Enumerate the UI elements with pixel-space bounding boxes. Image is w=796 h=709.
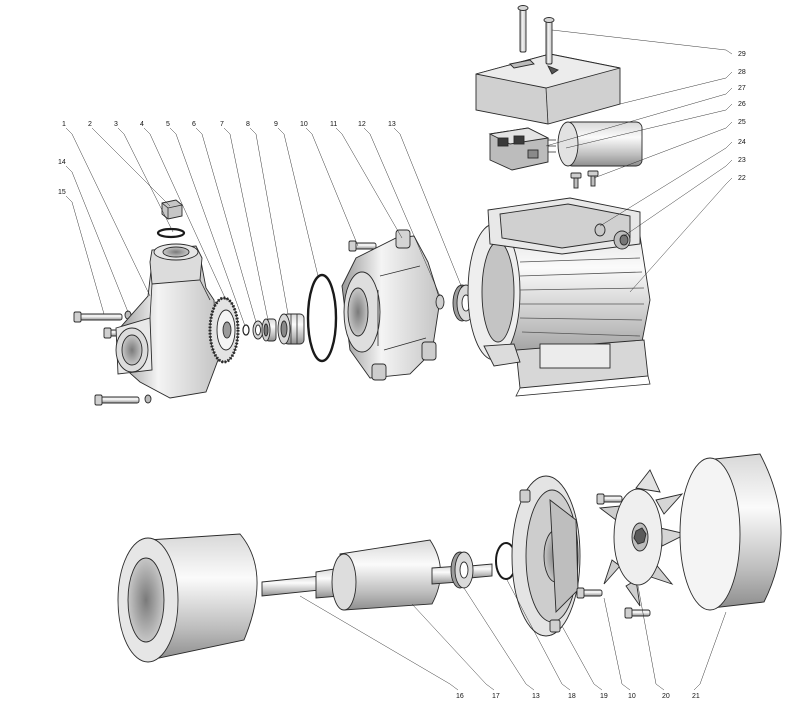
callout-23: 23 bbox=[738, 157, 746, 164]
callout-26: 26 bbox=[738, 101, 746, 108]
motor-bracket-11 bbox=[341, 229, 441, 381]
callout-2: 2 bbox=[88, 121, 92, 128]
mechanical-seal-7 bbox=[261, 318, 277, 342]
callout-10: 10 bbox=[300, 121, 308, 128]
stator-16 bbox=[117, 533, 321, 663]
callout-27: 27 bbox=[738, 85, 746, 92]
callout-20: 20 bbox=[662, 693, 670, 700]
spacer-ring-6 bbox=[252, 320, 264, 340]
callout-10-rear: 10 bbox=[628, 693, 636, 700]
callout-7: 7 bbox=[220, 121, 224, 128]
o-ring-3 bbox=[156, 227, 186, 239]
callout-15: 15 bbox=[58, 189, 66, 196]
callout-13: 13 bbox=[388, 121, 396, 128]
o-ring-9 bbox=[306, 273, 338, 363]
drain-plug-2 bbox=[161, 199, 183, 220]
callout-13-rear: 13 bbox=[532, 693, 540, 700]
pump-body-1 bbox=[115, 243, 219, 399]
callout-25: 25 bbox=[738, 119, 746, 126]
callout-numbers: 1 2 3 4 5 6 7 8 9 10 11 12 13 14 15 29 2… bbox=[58, 51, 746, 700]
seal-ring-12 bbox=[435, 294, 445, 310]
mechanical-seal-8 bbox=[277, 313, 305, 345]
callout-6: 6 bbox=[192, 121, 196, 128]
callout-17: 17 bbox=[492, 693, 500, 700]
callout-21: 21 bbox=[692, 693, 700, 700]
motor-housing-22 bbox=[467, 197, 651, 397]
callout-22: 22 bbox=[738, 175, 746, 182]
callout-5: 5 bbox=[166, 121, 170, 128]
callout-3: 3 bbox=[114, 121, 118, 128]
callout-16: 16 bbox=[456, 693, 464, 700]
fan-20 bbox=[598, 469, 688, 607]
callout-8: 8 bbox=[246, 121, 250, 128]
cover-screws-29 bbox=[517, 5, 555, 65]
terminal-box-cover-28 bbox=[475, 53, 621, 125]
bolt-10-rear-bottom bbox=[624, 607, 651, 619]
leader-lines bbox=[65, 29, 733, 691]
circlip-5 bbox=[242, 324, 250, 336]
callout-18: 18 bbox=[568, 693, 576, 700]
screws-25 bbox=[570, 170, 599, 189]
callout-28: 28 bbox=[738, 69, 746, 76]
bolt-10-rear-upper bbox=[596, 493, 623, 505]
bolt-10-upper bbox=[348, 240, 377, 252]
fan-cover-21 bbox=[679, 453, 782, 611]
callout-9: 9 bbox=[274, 121, 278, 128]
rear-end-shield-19 bbox=[511, 475, 581, 637]
cable-gland-23 bbox=[613, 230, 631, 250]
callout-29: 29 bbox=[738, 51, 746, 58]
callout-24: 24 bbox=[738, 139, 746, 146]
rotor-17 bbox=[315, 539, 493, 611]
callout-1: 1 bbox=[62, 121, 66, 128]
bolt-10-rear-lower bbox=[576, 587, 603, 599]
bolt-15-upper bbox=[73, 311, 123, 323]
callout-19: 19 bbox=[600, 693, 608, 700]
capacitor-26 bbox=[548, 121, 643, 167]
callout-11: 11 bbox=[330, 121, 337, 128]
callout-14: 14 bbox=[58, 159, 66, 166]
bearing-13-rear bbox=[450, 551, 474, 589]
washer-14-lower bbox=[144, 394, 152, 404]
callout-4: 4 bbox=[140, 121, 144, 128]
callout-12: 12 bbox=[358, 121, 366, 128]
terminal-block-27 bbox=[488, 127, 550, 171]
bolt-15-lower bbox=[94, 394, 140, 406]
impeller-4 bbox=[208, 296, 240, 364]
